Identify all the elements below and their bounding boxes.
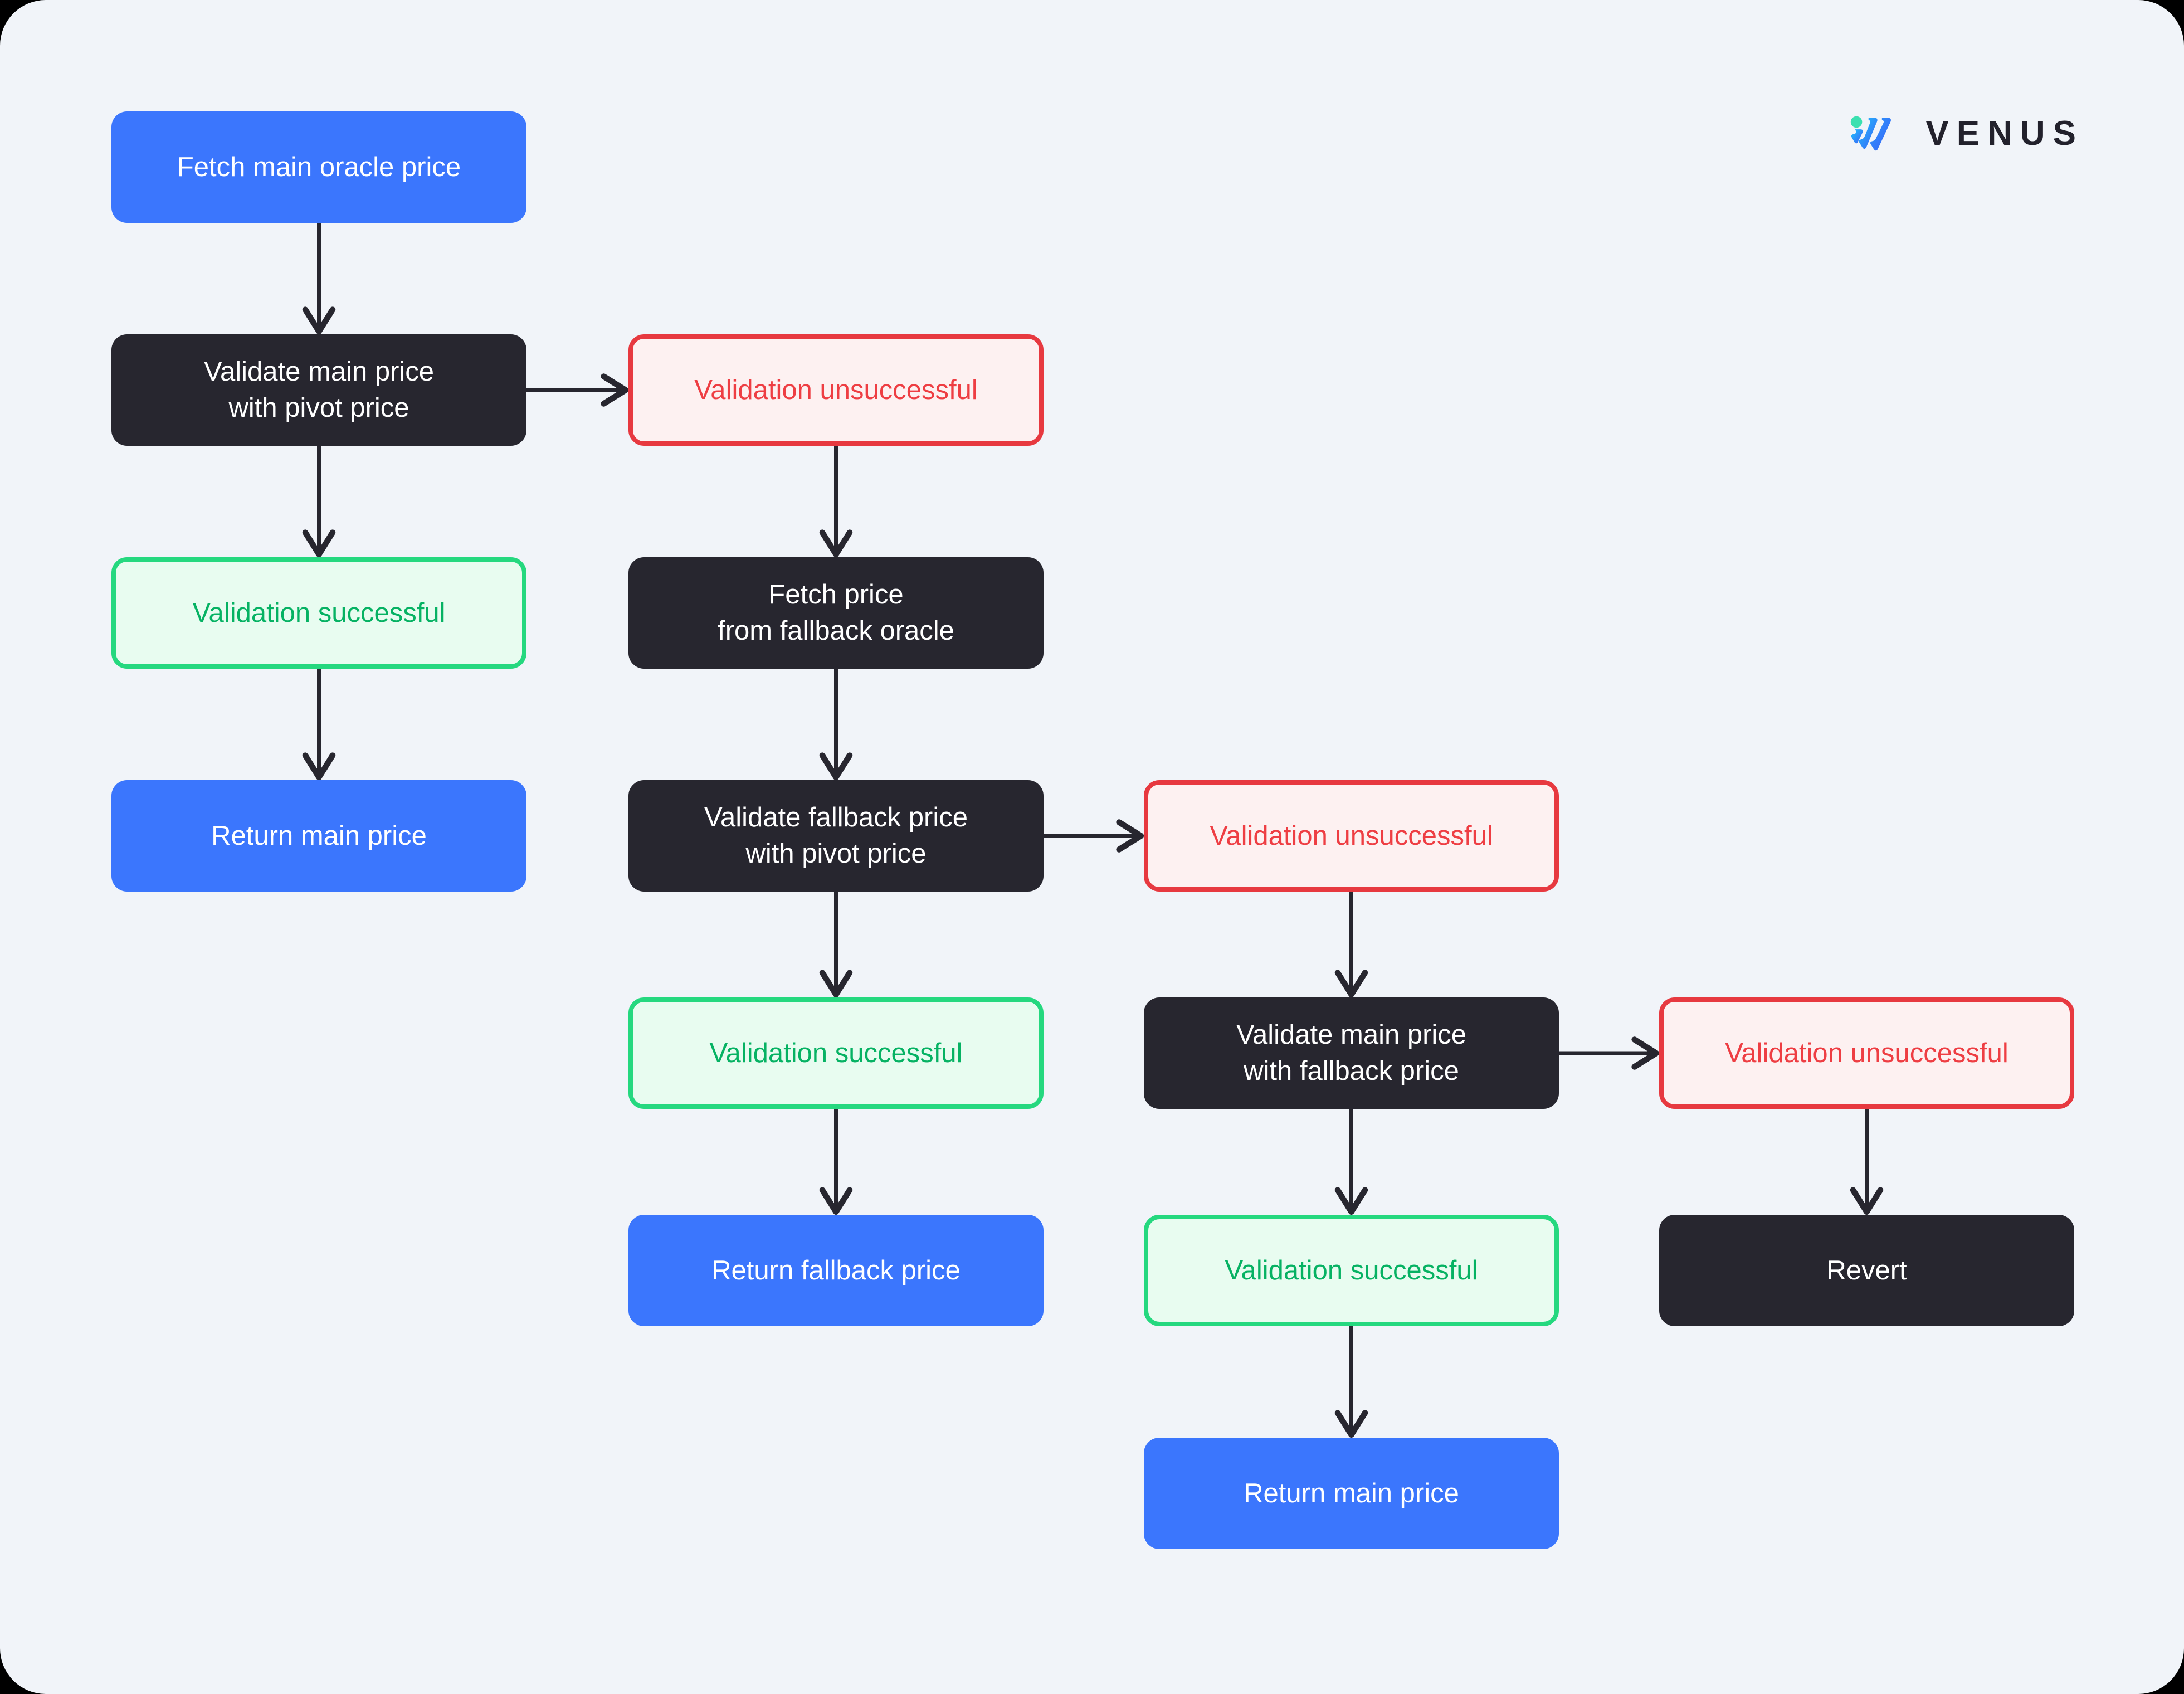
node-validate-main-price-fallback[interactable]: Validate main price with fallback price — [1144, 997, 1559, 1109]
node-validation-unsuccessful-3[interactable]: Validation unsuccessful — [1659, 997, 2074, 1109]
node-validation-successful-3[interactable]: Validation successful — [1144, 1215, 1559, 1326]
logo-dot-icon — [1850, 116, 1863, 128]
node-fetch-price-fallback-oracle[interactable]: Fetch price from fallback oracle — [628, 557, 1044, 669]
node-return-main-price-1[interactable]: Return main price — [111, 780, 526, 892]
node-validation-unsuccessful-1[interactable]: Validation unsuccessful — [628, 334, 1044, 446]
node-return-fallback-price[interactable]: Return fallback price — [628, 1215, 1044, 1326]
logo-stroke-large-icon — [1870, 118, 1892, 151]
venus-logo-icon — [1850, 116, 1892, 151]
venus-wordmark: VENUS — [1925, 114, 2084, 153]
node-fetch-main-oracle-price[interactable]: Fetch main oracle price — [111, 111, 526, 223]
logo-stroke-small-icon — [1851, 129, 1863, 144]
node-validation-unsuccessful-2[interactable]: Validation unsuccessful — [1144, 780, 1559, 892]
venus-logo: VENUS — [1850, 103, 2084, 164]
node-validate-fallback-price-pivot[interactable]: Validate fallback price with pivot price — [628, 780, 1044, 892]
node-validate-main-price-pivot[interactable]: Validate main price with pivot price — [111, 334, 526, 446]
logo-stroke-mid-icon — [1859, 118, 1878, 149]
node-revert[interactable]: Revert — [1659, 1215, 2074, 1326]
node-validation-successful-1[interactable]: Validation successful — [111, 557, 526, 669]
node-validation-successful-2[interactable]: Validation successful — [628, 997, 1044, 1109]
node-return-main-price-2[interactable]: Return main price — [1144, 1438, 1559, 1549]
